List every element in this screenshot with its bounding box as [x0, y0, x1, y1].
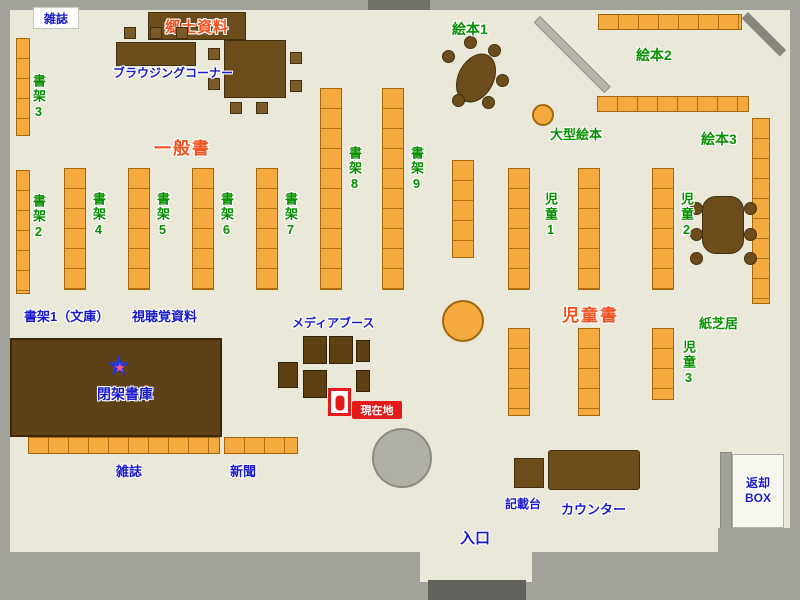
- counter-label: カウンター: [561, 502, 627, 517]
- audio-visual-label: 視聴覚資料: [132, 309, 198, 324]
- round-table: [442, 300, 484, 342]
- chair: [208, 78, 220, 90]
- chair: [464, 36, 477, 49]
- bookshelf-shelf5: [128, 168, 150, 290]
- media-booth-unit: [303, 370, 327, 398]
- browsing-corner-label: ブラウジングコーナー: [113, 66, 234, 80]
- shelf9-label: 書架9: [409, 146, 424, 193]
- bookshelf-wall-shelf2: [16, 170, 30, 294]
- closed-stacks-area: [10, 338, 222, 437]
- chair: [442, 50, 455, 63]
- chair: [452, 94, 465, 107]
- bookshelf-children-lower-a: [508, 328, 530, 416]
- entrance-gap: [420, 552, 532, 582]
- magazines-top-sign: 雑誌: [33, 7, 79, 29]
- magazines-bottom-label: 雑誌: [116, 464, 143, 479]
- local-materials-shelf: 郷土資料: [148, 12, 246, 40]
- chair: [256, 102, 268, 114]
- chair: [290, 52, 302, 64]
- bookshelf-shelf8: [320, 88, 342, 290]
- writing-desk: [514, 458, 544, 488]
- media-booth-unit: [303, 336, 327, 364]
- bookshelf-children1-a: [508, 168, 530, 290]
- bookshelf-children-lower-b: [578, 328, 600, 416]
- children2-label: 児童2: [679, 192, 694, 239]
- picture-books3-label: 絵本3: [701, 131, 737, 147]
- kamishibai-label: 紙芝居: [699, 316, 739, 331]
- bookshelf-wall-shelf3: [16, 38, 30, 136]
- bookshelf-shelf6: [192, 168, 214, 290]
- chair: [482, 96, 495, 109]
- bookshelf-top-right-lower: [597, 96, 749, 112]
- return-box-room: 返却BOX: [732, 454, 784, 528]
- chair: [690, 202, 703, 215]
- shelf3-label: 書架3: [31, 74, 46, 121]
- shelf6-label: 書架6: [219, 192, 234, 239]
- media-booth-unit: [356, 340, 370, 362]
- bookshelf-newspapers: [224, 437, 298, 454]
- shelf5-label: 書架5: [155, 192, 170, 239]
- chair: [496, 74, 509, 87]
- top-wall-segment: [368, 0, 430, 10]
- pillar: [372, 428, 432, 488]
- return-box-label: 返却BOX: [744, 476, 771, 505]
- chair: [176, 27, 188, 39]
- media-booth-label: メディアブース: [292, 316, 375, 330]
- chair: [290, 80, 302, 92]
- shelf1-bunko-label: 書架1（文庫）: [24, 309, 110, 324]
- local-materials-label: 郷土資料: [164, 18, 229, 36]
- bookshelf-shelf9: [382, 88, 404, 290]
- current-location-badge: 現在地: [352, 401, 402, 419]
- shelf7-label: 書架7: [283, 192, 298, 239]
- bookshelf-shelf4: [64, 168, 86, 290]
- children-table: [702, 196, 744, 254]
- chair: [150, 27, 162, 39]
- shelf4-label: 書架4: [91, 192, 106, 239]
- children-books-label: 児童書: [562, 306, 619, 325]
- writing-desk-label: 記載台: [505, 497, 542, 511]
- bookshelf-children3: [652, 328, 674, 400]
- children3-label: 児童3: [681, 340, 696, 387]
- chair: [744, 252, 757, 265]
- shelf8-label: 書架8: [347, 146, 362, 193]
- chair: [488, 44, 501, 57]
- chair: [124, 27, 136, 39]
- large-picture-books-label: 大型絵本: [550, 127, 603, 142]
- closed-stacks-label: 閉架書庫: [97, 386, 153, 402]
- bookshelf-top-right-upper: [598, 14, 742, 30]
- star-icon: ★ ★: [106, 350, 132, 381]
- entrance-mat: [428, 580, 526, 600]
- bookshelf-magazines: [28, 437, 220, 454]
- entrance-label: 入口: [460, 530, 491, 547]
- children1-label: 児童1: [543, 192, 558, 239]
- general-books-label: 一般書: [154, 139, 211, 158]
- picture-books1-label: 絵本1: [452, 21, 488, 37]
- chair: [230, 102, 242, 114]
- bookshelf-center-small: [452, 160, 474, 258]
- picture-books2-label: 絵本2: [636, 47, 672, 63]
- large-picture-books-stand: [532, 104, 554, 126]
- bookshelf-children1-b: [578, 168, 600, 290]
- bookshelf-children2: [652, 168, 674, 290]
- return-box-wall: [720, 452, 732, 532]
- shelf2-label: 書架2: [31, 194, 46, 241]
- counter-desk: [548, 450, 640, 490]
- chair: [690, 252, 703, 265]
- chair: [690, 228, 703, 241]
- chair: [744, 202, 757, 215]
- current-location-pin-icon: [335, 395, 344, 411]
- wall-patch: [718, 528, 790, 554]
- media-booth-unit: [356, 370, 370, 392]
- chair: [744, 228, 757, 241]
- browsing-table-left: [116, 42, 196, 66]
- media-booth-unit: [278, 362, 298, 388]
- current-location-booth: [328, 388, 351, 416]
- media-booth-unit: [329, 336, 353, 364]
- chair: [208, 48, 220, 60]
- newspapers-label: 新聞: [230, 464, 257, 479]
- magazines-top-label: 雑誌: [43, 11, 68, 26]
- current-location-label: 現在地: [360, 405, 394, 417]
- bookshelf-shelf7: [256, 168, 278, 290]
- browsing-table-right: [224, 40, 286, 98]
